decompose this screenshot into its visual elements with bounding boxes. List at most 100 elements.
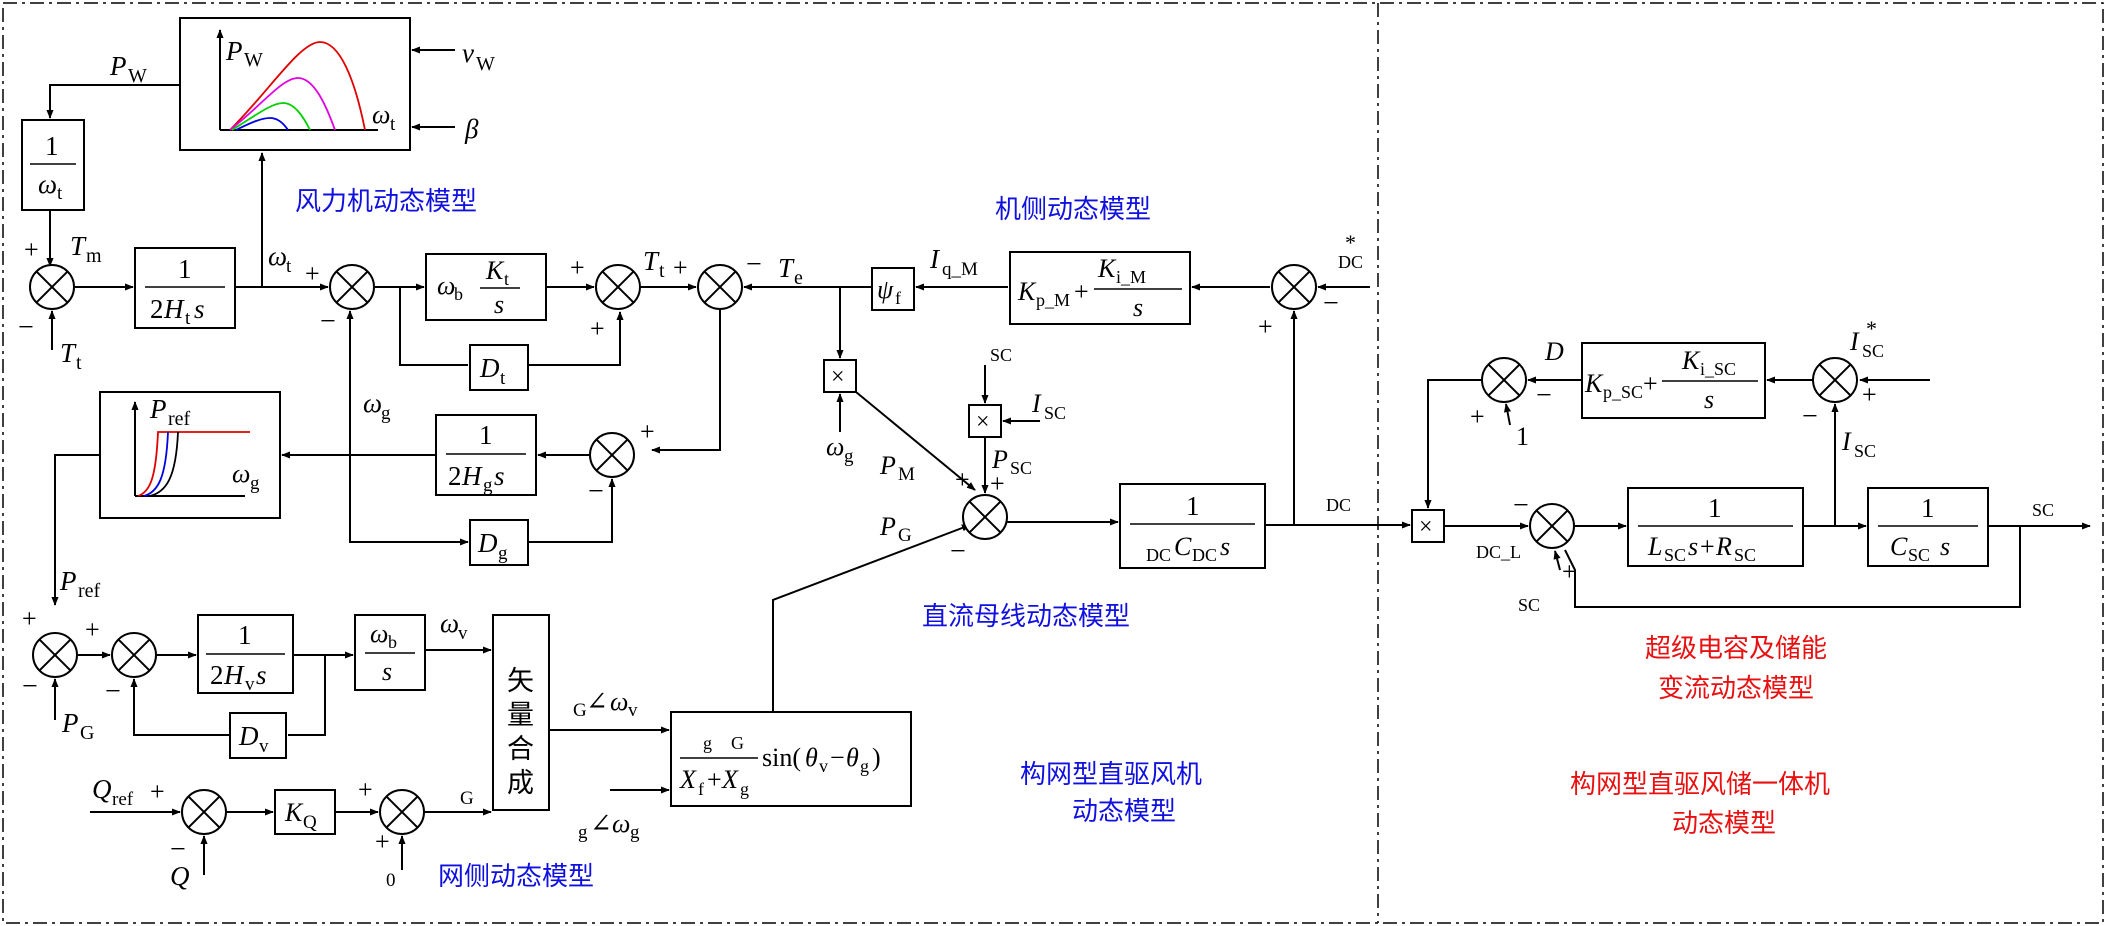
svg-text:v: v [819, 756, 828, 776]
svg-text:+: + [22, 604, 37, 633]
svg-text:g: g [498, 543, 508, 564]
svg-text:θ: θ [846, 743, 859, 772]
svg-text:+: + [1643, 369, 1658, 398]
svg-text:g: g [250, 473, 260, 494]
svg-text:s: s [256, 660, 267, 690]
svg-text:g: g [483, 475, 493, 496]
svg-text:v: v [458, 623, 468, 644]
wind-inertia-block: 1 2 H t s [134, 247, 236, 329]
svg-text:×: × [831, 364, 845, 390]
sum-junction-dc-voltage-ref [1271, 264, 1317, 310]
svg-text:D: D [1544, 337, 1564, 366]
svg-text:M: M [898, 464, 915, 485]
svg-text:+: + [305, 259, 320, 288]
flux-linkage-block: ψ f [871, 267, 915, 311]
svg-text:sin(: sin( [762, 743, 801, 772]
label-machine-side-model: 机侧动态模型 [995, 195, 1151, 225]
vsg-damping-block: D v [229, 712, 287, 759]
supercapacitor-block: 1 C SC s [1867, 487, 1989, 567]
svg-text:ref: ref [78, 580, 101, 602]
svg-text:C: C [1890, 532, 1908, 561]
svg-text:s: s [1940, 532, 1950, 561]
svg-text:量: 量 [507, 700, 534, 731]
svg-text:−: − [1802, 401, 1818, 432]
svg-text:b: b [388, 632, 397, 652]
svg-text:P: P [61, 708, 79, 738]
svg-text:+: + [990, 469, 1005, 498]
inverse-omega-t-block: 1 ω t [21, 119, 85, 211]
svg-text:+: + [150, 777, 165, 806]
svg-text:I: I [1849, 327, 1860, 356]
svg-text:−: − [1513, 490, 1529, 521]
svg-text:2: 2 [210, 660, 224, 690]
generator-inertia-block: 1 2 H g s [435, 414, 537, 496]
svg-text:R: R [1715, 532, 1732, 561]
sum-junction-inductor-voltage [1529, 503, 1575, 549]
svg-text:ref: ref [112, 789, 134, 810]
svg-text:×: × [1419, 514, 1433, 540]
svg-text:1: 1 [238, 620, 252, 650]
svg-text:G: G [80, 722, 94, 744]
svg-text:×: × [976, 409, 990, 435]
svg-text:D: D [477, 528, 498, 558]
svg-text:s: s [1704, 385, 1714, 414]
svg-text:T: T [778, 253, 795, 283]
svg-text:g: g [844, 446, 854, 467]
multiplier-mechanical-power: × [823, 359, 857, 393]
svg-text:ω: ω [372, 100, 390, 129]
sum-junction-reactive-power [181, 789, 227, 835]
label-vsg-model-line2: 动态模型 [1072, 797, 1176, 827]
svg-text:s: s [1133, 293, 1143, 322]
svg-text:g: g [740, 779, 749, 799]
svg-text:G: G [460, 788, 474, 809]
svg-text:1: 1 [1921, 493, 1935, 523]
svg-text:+: + [358, 775, 373, 804]
svg-text:DC: DC [1146, 545, 1171, 565]
svg-text:K: K [1097, 254, 1117, 283]
svg-text:i_M: i_M [1116, 267, 1146, 287]
sum-junction-duty [1481, 357, 1527, 403]
svg-text:T: T [60, 338, 77, 368]
svg-text:K: K [284, 798, 304, 827]
svg-text:g: g [381, 403, 391, 424]
svg-text:g: g [578, 822, 588, 843]
svg-text:s: s [1220, 532, 1230, 561]
label-integrated-model-line1: 构网型直驱风储一体机 [1570, 770, 1830, 800]
label-grid-side-model: 网侧动态模型 [438, 862, 594, 892]
svg-text:1: 1 [1708, 493, 1722, 523]
svg-text:H: H [461, 461, 483, 491]
svg-text:v: v [259, 736, 269, 757]
svg-text:ω: ω [38, 169, 57, 199]
svg-text:P: P [149, 394, 167, 424]
svg-text:W: W [244, 49, 263, 71]
svg-text:s: s [382, 657, 392, 686]
svg-text:I: I [1031, 389, 1042, 418]
svg-text:q_M: q_M [942, 259, 978, 280]
svg-text:W: W [476, 53, 495, 75]
svg-text:SC: SC [1010, 458, 1032, 478]
svg-text:t: t [500, 368, 506, 389]
power-transfer-block: g G X f + X g sin( θ v − θ g ) [670, 711, 912, 807]
svg-text:DC: DC [1326, 495, 1351, 515]
svg-text:K: K [485, 256, 505, 285]
svg-text:−: − [105, 676, 121, 707]
svg-text:t: t [390, 114, 396, 135]
svg-text:1: 1 [1516, 422, 1529, 451]
svg-text:H: H [223, 660, 245, 690]
vector-synthesis-block: 矢 量 合 成 [492, 614, 550, 811]
svg-text:SC: SC [1734, 545, 1756, 565]
multiplier-supercap-power: × [968, 404, 1002, 438]
label-sc-model-line1: 超级电容及储能 [1645, 634, 1827, 664]
svg-text:g: g [630, 822, 640, 843]
pitch-angle-label: β [464, 114, 479, 144]
label-dc-bus-model: 直流母线动态模型 [922, 602, 1130, 632]
svg-text:ω: ω [437, 271, 455, 300]
svg-text:−: − [170, 834, 186, 865]
vsg-inertia-block: 1 2 H v s [197, 614, 294, 695]
svg-text:+: + [707, 765, 722, 794]
svg-text:P: P [225, 36, 243, 66]
svg-text:ω: ω [440, 608, 459, 638]
svg-text:f: f [698, 779, 704, 799]
svg-text:t: t [185, 308, 191, 329]
